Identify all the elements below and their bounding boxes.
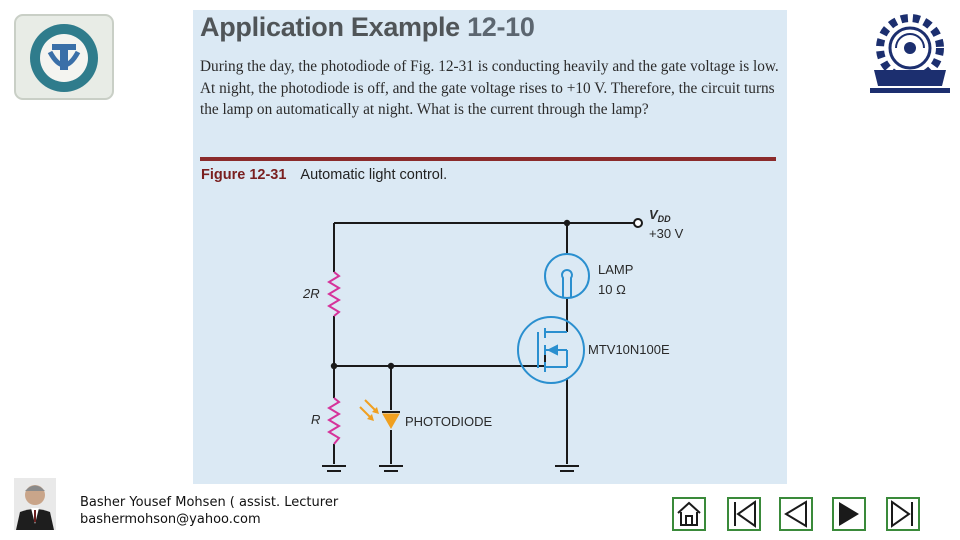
home-button[interactable] [672,497,706,531]
mosfet-symbol [517,316,585,384]
author-name: Basher Yousef Mohsen ( assist. Lecturer [80,495,339,510]
previous-icon [779,497,813,531]
figure-number: Figure 12-31 [201,167,287,183]
lamp-label: LAMP [598,262,633,277]
problem-text: During the day, the photodiode of Fig. 1… [200,58,779,118]
slide-title: Application Example 12-10 [200,12,535,43]
home-icon [672,497,706,531]
title-prefix: Application Example [200,12,460,42]
vdd-value: +30 V [649,226,684,241]
previous-slide-button[interactable] [779,497,813,531]
circuit-diagram: VDD +30 V 2R R LAMP 10 Ω MTV10N100E PHOT… [302,207,684,472]
resistor-2r [327,271,341,317]
first-slide-button[interactable] [727,497,761,531]
section-divider [200,157,776,161]
figure-caption-text: Automatic light control. [300,167,448,183]
resistor-2r-label: 2R [302,286,320,301]
university-logo [14,14,114,100]
lamp-symbol [544,253,590,299]
lamp-value: 10 Ω [598,282,626,297]
resistor-r-label: R [311,412,320,427]
vdd-label: VDD [649,207,671,224]
mosfet-label: MTV10N100E [588,342,670,357]
photodiode-symbol [359,399,400,430]
author-email: bashermohson@yahoo.com [80,512,261,527]
figure-caption: Figure 12-31 Automatic light control. [201,167,447,183]
next-slide-button[interactable] [832,497,866,531]
last-slide-button[interactable] [886,497,920,531]
next-icon [832,497,866,531]
author-avatar [14,478,56,530]
college-logo [866,8,954,96]
resistor-r [327,397,341,445]
last-slide-icon [886,497,920,531]
first-slide-icon [727,497,761,531]
title-number: 12-10 [467,12,535,42]
photodiode-label: PHOTODIODE [405,414,492,429]
slide-panel: Application Example 12-10 During the day… [193,10,787,484]
author-info: Basher Yousef Mohsen ( assist. Lecturer … [80,494,338,528]
